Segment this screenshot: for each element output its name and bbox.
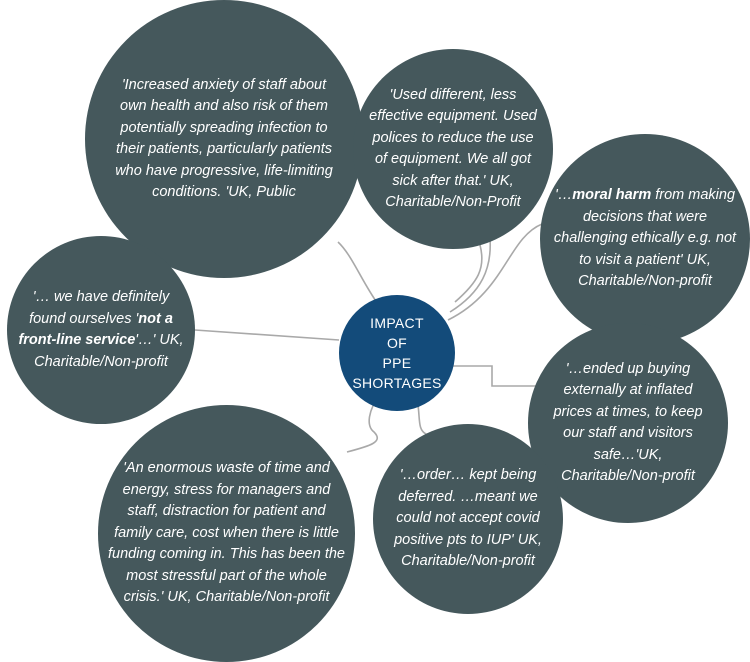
quote-line: challenging ethically e.g. not [553, 230, 737, 247]
quote-text-inflated-prices: '…ended up buying externally at inflated… [553, 359, 702, 488]
connector-equipment-a [454, 244, 483, 303]
quote-line: deferred. …meant we [398, 488, 538, 505]
quote-line: staff, distraction for patient and [127, 503, 326, 520]
quote-line: '…order… kept being [399, 467, 537, 484]
quote-line: sick after that.' UK, [392, 172, 514, 189]
hub-title-line: IMPACT [370, 315, 424, 331]
quote-line: energy, stress for managers and [122, 481, 331, 498]
quote-line: decisions that were [582, 208, 708, 225]
quote-line: of equipment. We all got [374, 151, 532, 167]
quote-bubble-front-line-service: '… we have definitely found ourselves 'n… [7, 236, 195, 424]
quote-line: externally at inflated [563, 382, 693, 398]
quote-emphasis: not a [138, 310, 173, 327]
quote-line: 'An enormous waste of time and [123, 460, 330, 477]
connector-moral [447, 223, 543, 321]
quote-line: our staff and visitors [563, 425, 693, 441]
quote-line: '… we have definitely [32, 289, 170, 305]
quote-bubble-waste-of-time: 'An enormous waste of time and energy, s… [98, 405, 355, 662]
connector-equipment-b [449, 237, 492, 313]
connector-anxiety [337, 241, 379, 305]
quote-text-staff-anxiety: 'Increased anxiety of staff about own he… [115, 75, 333, 204]
central-hub-ppe-shortages: IMPACT OF PPE SHORTAGES [339, 295, 455, 411]
quote-line: to visit a patient' UK, [579, 251, 711, 268]
quote-text-front-line-service: '… we have definitely found ourselves 'n… [18, 287, 183, 373]
quote-line: who have progressive, life-limiting [115, 162, 333, 179]
quote-text-moral-harm: '…moral harm from making decisions that … [554, 185, 736, 293]
quote-line: '…ended up buying [565, 360, 691, 377]
quote-line: safe…'UK, [593, 446, 663, 463]
quote-line: 'Used different, less [389, 86, 517, 103]
quote-line: potentially spreading infection to [120, 119, 328, 136]
quote-bubble-deferred-orders: '…order… kept being deferred. …meant we … [373, 424, 563, 614]
hub-title-line: PPE [382, 355, 412, 371]
quote-bubble-inflated-prices: '…ended up buying externally at inflated… [528, 323, 728, 523]
quote-line: most stressful part of the whole [126, 567, 327, 584]
quote-line: 'Increased anxiety of staff about [121, 76, 327, 93]
quote-line: crisis.' UK, Charitable/Non-profit [123, 589, 330, 606]
hub-title-line: OF [386, 335, 408, 351]
quote-line: from making [651, 187, 736, 204]
quote-line: polices to reduce the use [372, 129, 534, 146]
quote-line: Charitable/Non-profit [561, 468, 695, 484]
connector-front-line [194, 329, 340, 341]
quote-line: own health and also risk of them [120, 98, 328, 114]
quote-line: effective equipment. Used [369, 108, 537, 124]
quote-line: positive pts to IUP' UK, [394, 531, 542, 548]
quote-line: prices at times, to keep [553, 403, 703, 420]
quote-line: '…' UK, [135, 332, 184, 348]
quote-bubble-moral-harm: '…moral harm from making decisions that … [540, 134, 750, 344]
quote-text-deferred-orders: '…order… kept being deferred. …meant we … [394, 465, 542, 573]
quote-text-waste-of-time: 'An enormous waste of time and energy, s… [108, 458, 345, 609]
hub-title-line: SHORTAGES [352, 375, 442, 391]
quote-line: Charitable/Non-profit [34, 353, 168, 370]
quote-line: their patients, particularly patients [116, 141, 332, 157]
quote-line: family care, cost when there is little [114, 524, 339, 541]
quote-line: Charitable/Non-Profit [385, 194, 521, 210]
quote-line: conditions. 'UK, Public [152, 184, 296, 200]
connector-buying [450, 365, 542, 387]
quote-line: found ourselves ' [29, 310, 139, 327]
quote-bubble-less-effective-equipment: 'Used different, less effective equipmen… [353, 49, 553, 249]
quote-bubble-staff-anxiety: 'Increased anxiety of staff about own he… [85, 0, 363, 278]
hub-title: IMPACT OF PPE SHORTAGES [352, 313, 441, 393]
quote-emphasis: moral harm [572, 187, 652, 204]
quote-line: funding coming in. This has been the [108, 546, 345, 563]
quote-line: Charitable/Non-profit [578, 273, 712, 290]
quote-line: could not accept covid [396, 510, 540, 527]
quote-emphasis: front-line service [18, 332, 136, 348]
quote-lead: '… [554, 187, 573, 204]
quote-text-less-effective-equipment: 'Used different, less effective equipmen… [369, 85, 537, 214]
connector-waste [346, 394, 381, 453]
quote-line: Charitable/Non-profit [401, 553, 535, 570]
